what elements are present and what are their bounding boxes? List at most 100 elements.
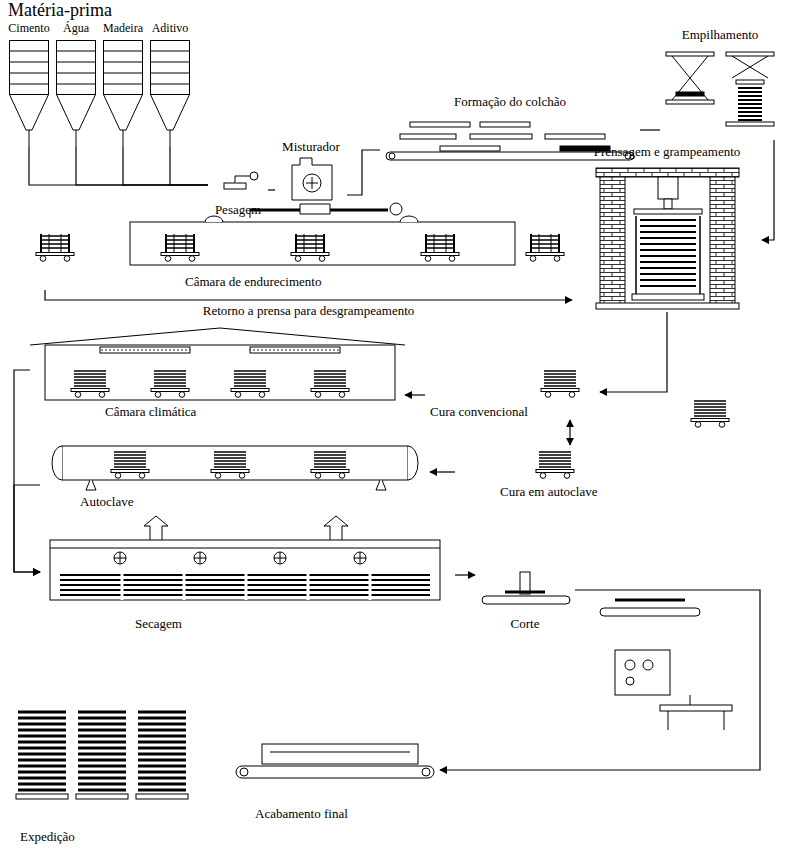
flow-connector bbox=[600, 312, 667, 392]
flow-connector bbox=[762, 140, 774, 240]
finishing-line-part bbox=[240, 768, 248, 776]
mat-forming-line-part bbox=[440, 146, 500, 151]
stage-label: Aditivo bbox=[152, 22, 189, 36]
dryer-part bbox=[194, 552, 206, 564]
mat-forming-line-part bbox=[389, 153, 395, 159]
sanding-machine bbox=[600, 600, 732, 730]
hardening-chamber-part bbox=[36, 234, 74, 261]
press-stage: Prensagem e grampeamento bbox=[572, 145, 762, 312]
mat-forming-line-part bbox=[470, 134, 532, 139]
climate-chamber-part bbox=[250, 347, 340, 353]
finishing-stage: Acabamento final bbox=[230, 735, 440, 822]
mixer-stage: Misturador bbox=[275, 140, 347, 215]
stacking-stage: Empilhamento bbox=[660, 28, 780, 140]
stage-label: Cimento bbox=[8, 22, 49, 36]
stacking-lifts-part bbox=[666, 100, 714, 104]
flow-connector bbox=[45, 290, 572, 300]
stage-label: Formação do colchão bbox=[454, 95, 566, 110]
silos-part bbox=[56, 41, 96, 148]
dryer-part bbox=[114, 552, 126, 564]
sanding-machine-part bbox=[626, 677, 634, 685]
dryer-part bbox=[274, 552, 286, 564]
scale-part bbox=[224, 183, 246, 189]
shipping-stacks-part bbox=[138, 712, 186, 790]
finishing-line-part bbox=[270, 752, 410, 753]
hardening-chamber-part bbox=[250, 204, 330, 218]
press-part bbox=[634, 209, 702, 214]
autoclave-part bbox=[62, 446, 408, 480]
flow-connector bbox=[640, 129, 660, 130]
climate-chamber bbox=[30, 328, 729, 427]
press-part bbox=[596, 303, 739, 309]
silo: Aditivo bbox=[147, 22, 193, 147]
mat-forming-line-part bbox=[400, 134, 456, 139]
dryer-part bbox=[194, 552, 206, 564]
flow-connector bbox=[440, 590, 760, 770]
shipping-stacks-part bbox=[78, 712, 126, 790]
stacking-lifts-part bbox=[672, 56, 708, 100]
mat-forming-line-part bbox=[410, 122, 470, 127]
press-part bbox=[658, 177, 678, 199]
autoclave-stage: Autoclave bbox=[40, 440, 430, 510]
mixer-part bbox=[292, 158, 332, 200]
flow-connector bbox=[268, 189, 275, 190]
shipping-stage: Expedição bbox=[8, 700, 195, 845]
hardening-chamber-part bbox=[161, 234, 199, 261]
flow-connector bbox=[455, 574, 475, 575]
flow-connector bbox=[14, 370, 40, 572]
stacking-lifts-part bbox=[726, 122, 774, 126]
scale bbox=[224, 172, 258, 189]
climate-chamber-part bbox=[71, 371, 109, 397]
flow-connector bbox=[405, 394, 425, 395]
shipping-stacks-part bbox=[18, 712, 66, 790]
stage-label: Empilhamento bbox=[682, 28, 759, 43]
saw-part bbox=[482, 596, 570, 604]
autoclave-cure-stage: Cura em autoclave bbox=[455, 445, 635, 500]
dryer-part bbox=[114, 552, 126, 564]
climate-chamber-part bbox=[541, 371, 579, 397]
sanding-machine-part bbox=[660, 705, 732, 711]
silo: Água bbox=[53, 22, 99, 147]
conventional-cure-stage: Cura convencional bbox=[425, 365, 600, 420]
stacking-lifts-part bbox=[676, 92, 704, 96]
dryer bbox=[50, 516, 440, 600]
dryer-part bbox=[50, 548, 440, 549]
stage-label: Secagem bbox=[135, 617, 182, 632]
press-part bbox=[600, 176, 625, 304]
mixer-part bbox=[306, 177, 318, 189]
shipping-stacks-part bbox=[136, 794, 188, 799]
finishing-line-part bbox=[422, 768, 430, 776]
press bbox=[596, 168, 739, 309]
stage-label: Expedição bbox=[20, 830, 75, 845]
stage-label: Prensagem e grampeamento bbox=[594, 145, 741, 160]
dryer-part bbox=[354, 552, 366, 564]
flow-connector bbox=[569, 420, 570, 445]
silos bbox=[9, 41, 190, 148]
press-part bbox=[640, 220, 696, 286]
sanding-machine-part bbox=[625, 660, 635, 670]
group-heading: Matéria-prima bbox=[8, 0, 112, 21]
saw bbox=[482, 572, 570, 604]
hardening-chamber-part bbox=[130, 222, 515, 265]
autoclave-part bbox=[111, 452, 149, 478]
scale-part bbox=[235, 176, 250, 183]
shipping-stacks bbox=[16, 712, 188, 799]
flow-connector bbox=[29, 147, 208, 185]
stacking-lifts-part bbox=[726, 52, 774, 56]
climate-chamber-part bbox=[311, 371, 349, 397]
climate-chamber-part bbox=[151, 371, 189, 397]
stacking-lifts-part bbox=[738, 88, 762, 120]
dryer-part bbox=[354, 552, 366, 564]
silos-part bbox=[103, 41, 143, 148]
stage-label: Corte bbox=[511, 617, 540, 632]
hardening-chamber-part bbox=[421, 234, 459, 261]
mat-forming-line-part bbox=[545, 134, 605, 139]
silos-part bbox=[9, 41, 49, 148]
flow-connector bbox=[14, 485, 40, 572]
climate-chamber-part bbox=[30, 328, 405, 345]
press-part bbox=[596, 168, 739, 177]
autoclave bbox=[52, 446, 574, 490]
stage-label: Pesagem bbox=[215, 203, 261, 218]
stacking-lifts-part bbox=[666, 52, 714, 56]
press-part bbox=[632, 294, 704, 300]
